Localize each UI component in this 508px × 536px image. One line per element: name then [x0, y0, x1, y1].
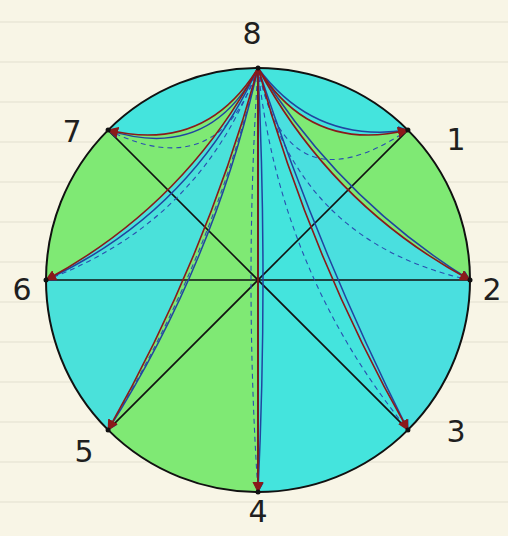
dashed-curve	[258, 68, 470, 280]
red-curve	[108, 68, 258, 135]
paper-rules	[0, 22, 508, 502]
dashed-curve	[46, 68, 258, 280]
fan-regions	[46, 68, 470, 492]
dashed-curve	[108, 68, 258, 148]
red-curve	[258, 68, 470, 280]
point-number: 7	[62, 117, 81, 147]
blue-curves	[46, 68, 470, 492]
point-number: 5	[74, 437, 93, 467]
point-number: 6	[12, 275, 31, 305]
vertex-dot	[405, 427, 410, 432]
vertex-dot	[106, 427, 111, 432]
diameter-line	[257, 68, 259, 492]
vertex-dot	[44, 278, 49, 283]
blue-curve	[108, 68, 258, 138]
point-number: 2	[482, 275, 501, 305]
vertex-dot	[106, 128, 111, 133]
vertex-dot	[256, 66, 261, 71]
blue-curve	[108, 68, 258, 430]
vertex-dot	[405, 128, 410, 133]
blue-curve	[46, 68, 258, 280]
paper-rule	[0, 62, 508, 63]
dashed-curves	[46, 68, 470, 492]
vertex-dot	[256, 490, 261, 495]
disc-fill	[46, 68, 470, 492]
point-number: 1	[446, 125, 465, 155]
red-curves	[46, 68, 470, 492]
blue-curve	[258, 68, 470, 280]
dashed-curve	[108, 68, 258, 430]
disc-outline	[46, 68, 470, 492]
blue-curve	[258, 68, 408, 132]
red-curve	[258, 68, 408, 430]
vertex-dot	[468, 278, 473, 283]
point-number: 4	[248, 497, 267, 527]
red-curve	[108, 68, 258, 430]
dashed-curve	[251, 68, 258, 492]
point-number: 3	[446, 417, 465, 447]
blue-curve	[258, 68, 408, 430]
dashed-curve	[258, 68, 408, 430]
point-number: 8	[242, 19, 261, 49]
vertex-marks	[44, 66, 473, 495]
diameters	[46, 68, 470, 492]
red-curve	[258, 68, 408, 135]
blue-curve	[258, 68, 263, 492]
red-curve	[46, 68, 258, 280]
red-curve	[257, 68, 259, 492]
